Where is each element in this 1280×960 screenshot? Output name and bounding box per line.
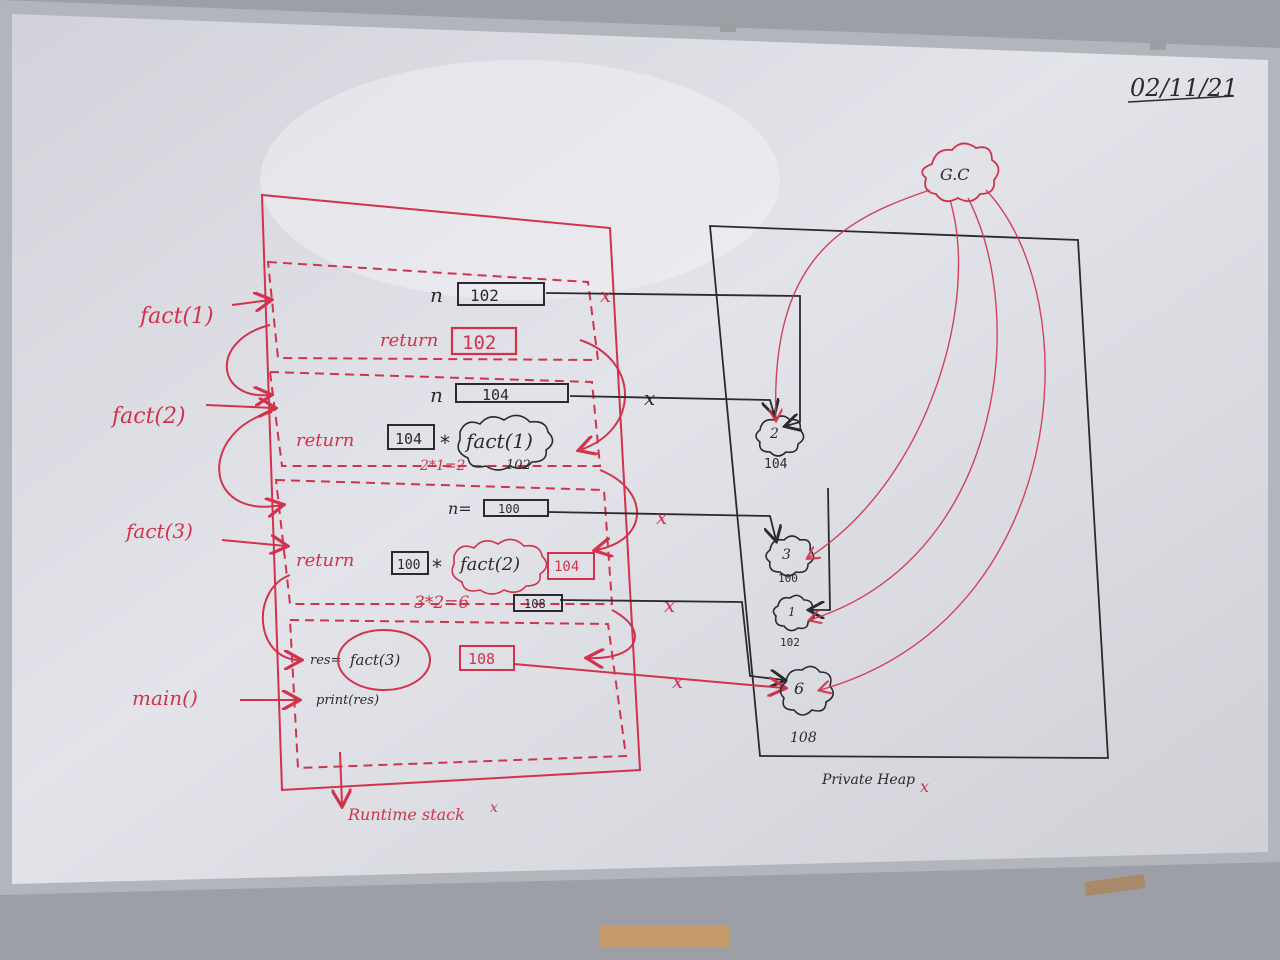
frame2-n-box [455,383,569,403]
frame2-calc: 2*1=2 [419,458,466,474]
cross-4: x [664,593,675,617]
frame1-return-box [450,326,518,356]
frame2-n-value: 104 [482,386,509,404]
frame2-call: fact(1) [464,429,533,453]
gc-arrows [776,189,1046,690]
heap-object-3-value: 3 [782,547,791,563]
caller-fact2: fact(2) [110,404,186,429]
frame2-ref-box [387,424,435,450]
frame3-call: fact(2) [458,554,520,575]
heap-object-6: 6 108 [779,665,834,746]
heap-object-1-address: 102 [780,636,800,649]
heap-object-3-address: 100 [778,572,798,585]
frame2-return-label: return [296,430,354,451]
main-call-circle [337,629,431,691]
eraser [600,925,730,947]
frame1-return-label: return [380,330,438,351]
frame3-calc-box [513,594,563,612]
frame1-return-value: 102 [462,332,496,354]
frame1-n-value: 102 [470,286,499,305]
cross-3: x [656,505,667,529]
frame2-result: 102 [506,458,531,473]
main-res-label: res= [310,653,341,668]
frame1-n-label: n [430,283,443,307]
heap-object-1-value: 1 [788,605,796,619]
heap-object-6-address: 108 [790,730,817,746]
heap-caption: Private Heap [821,772,915,788]
runtime-stack [260,193,642,805]
frame3-ref: 100 [397,558,420,573]
frame1-n-box [457,282,545,306]
frame3-result: 104 [554,559,579,575]
frame3-star: * [432,555,442,579]
cross-5: x [672,669,683,693]
frame3-result-box [547,552,595,580]
gc-label: G.C [940,165,970,184]
caller-fact3: fact(3) [124,519,193,543]
frame2-n-label: n [430,383,443,407]
frame2-cloud [457,414,554,471]
heap-object-2-address: 104 [764,457,788,472]
stack-caption: Runtime stack [347,805,465,824]
main-call: fact(3) [349,651,400,669]
frame3-calc-ref: 108 [524,597,546,611]
stack-caption-cross: x [490,800,498,816]
frame2-ref: 104 [395,430,422,448]
cross-1: x [600,283,611,307]
main-res-value: 108 [468,650,495,668]
heap-caption-cross: x [920,777,929,796]
frame3-ref-box [391,551,429,575]
heap-object-3: 3 100 [765,535,815,585]
gc-cloud: G.C [921,142,1000,203]
frame3-calc: 3*2=6 [414,593,469,613]
main-res-box [459,645,515,671]
frame2-star: * [440,431,450,455]
frame3-return-label: return [296,550,354,571]
date-label: 02/11/21 [1130,74,1238,102]
frame3-n-value: 100 [498,502,520,516]
frame3-cloud [451,538,548,595]
cross-2: x [644,386,655,410]
caller-fact1: fact(1) [138,304,214,329]
frame3-n-box [483,499,549,517]
whiteboard [12,14,1268,884]
caller-main: main() [132,686,198,710]
main-print: print(res) [316,693,379,708]
heap-object-6-value: 6 [794,679,804,698]
frame3-n-label: n= [448,499,472,518]
heap-object-2-value: 2 [769,426,779,442]
